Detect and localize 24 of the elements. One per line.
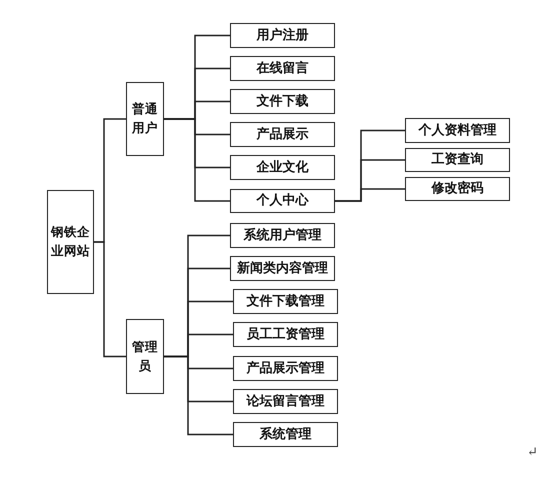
menu-box: 员工工资管理 xyxy=(233,322,338,347)
menu-box: 文件下载 xyxy=(230,89,335,114)
menu-box: 管理员 xyxy=(126,319,164,394)
menu-box: 产品展示 xyxy=(230,122,335,147)
connector-line xyxy=(335,188,405,202)
menu-box: 在线留言 xyxy=(230,56,335,81)
menu-box: 系统用户管理 xyxy=(230,223,335,248)
menu-box: 新闻类内容管理 xyxy=(230,256,335,281)
connector-line xyxy=(164,118,230,202)
menu-box: 系统管理 xyxy=(233,422,338,447)
menu-box: 用户注册 xyxy=(230,23,335,48)
menu-box: 产品展示管理 xyxy=(233,356,338,381)
menu-box: 普通用户 xyxy=(126,82,164,156)
menu-box: 文件下载管理 xyxy=(233,289,338,314)
menu-box: 修改密码 xyxy=(405,177,510,201)
menu-box: 工资查询 xyxy=(405,148,510,172)
menu-box: 企业文化 xyxy=(230,155,335,180)
connector-line xyxy=(164,356,233,436)
menu-box: 个人资料管理 xyxy=(405,118,510,143)
menu-box: 个人中心 xyxy=(230,189,335,213)
menu-box: 论坛留言管理 xyxy=(233,389,338,414)
paragraph-mark: ↵ xyxy=(527,445,538,460)
connector-line xyxy=(94,241,126,358)
menu-box: 钢铁企业网站 xyxy=(47,190,94,294)
